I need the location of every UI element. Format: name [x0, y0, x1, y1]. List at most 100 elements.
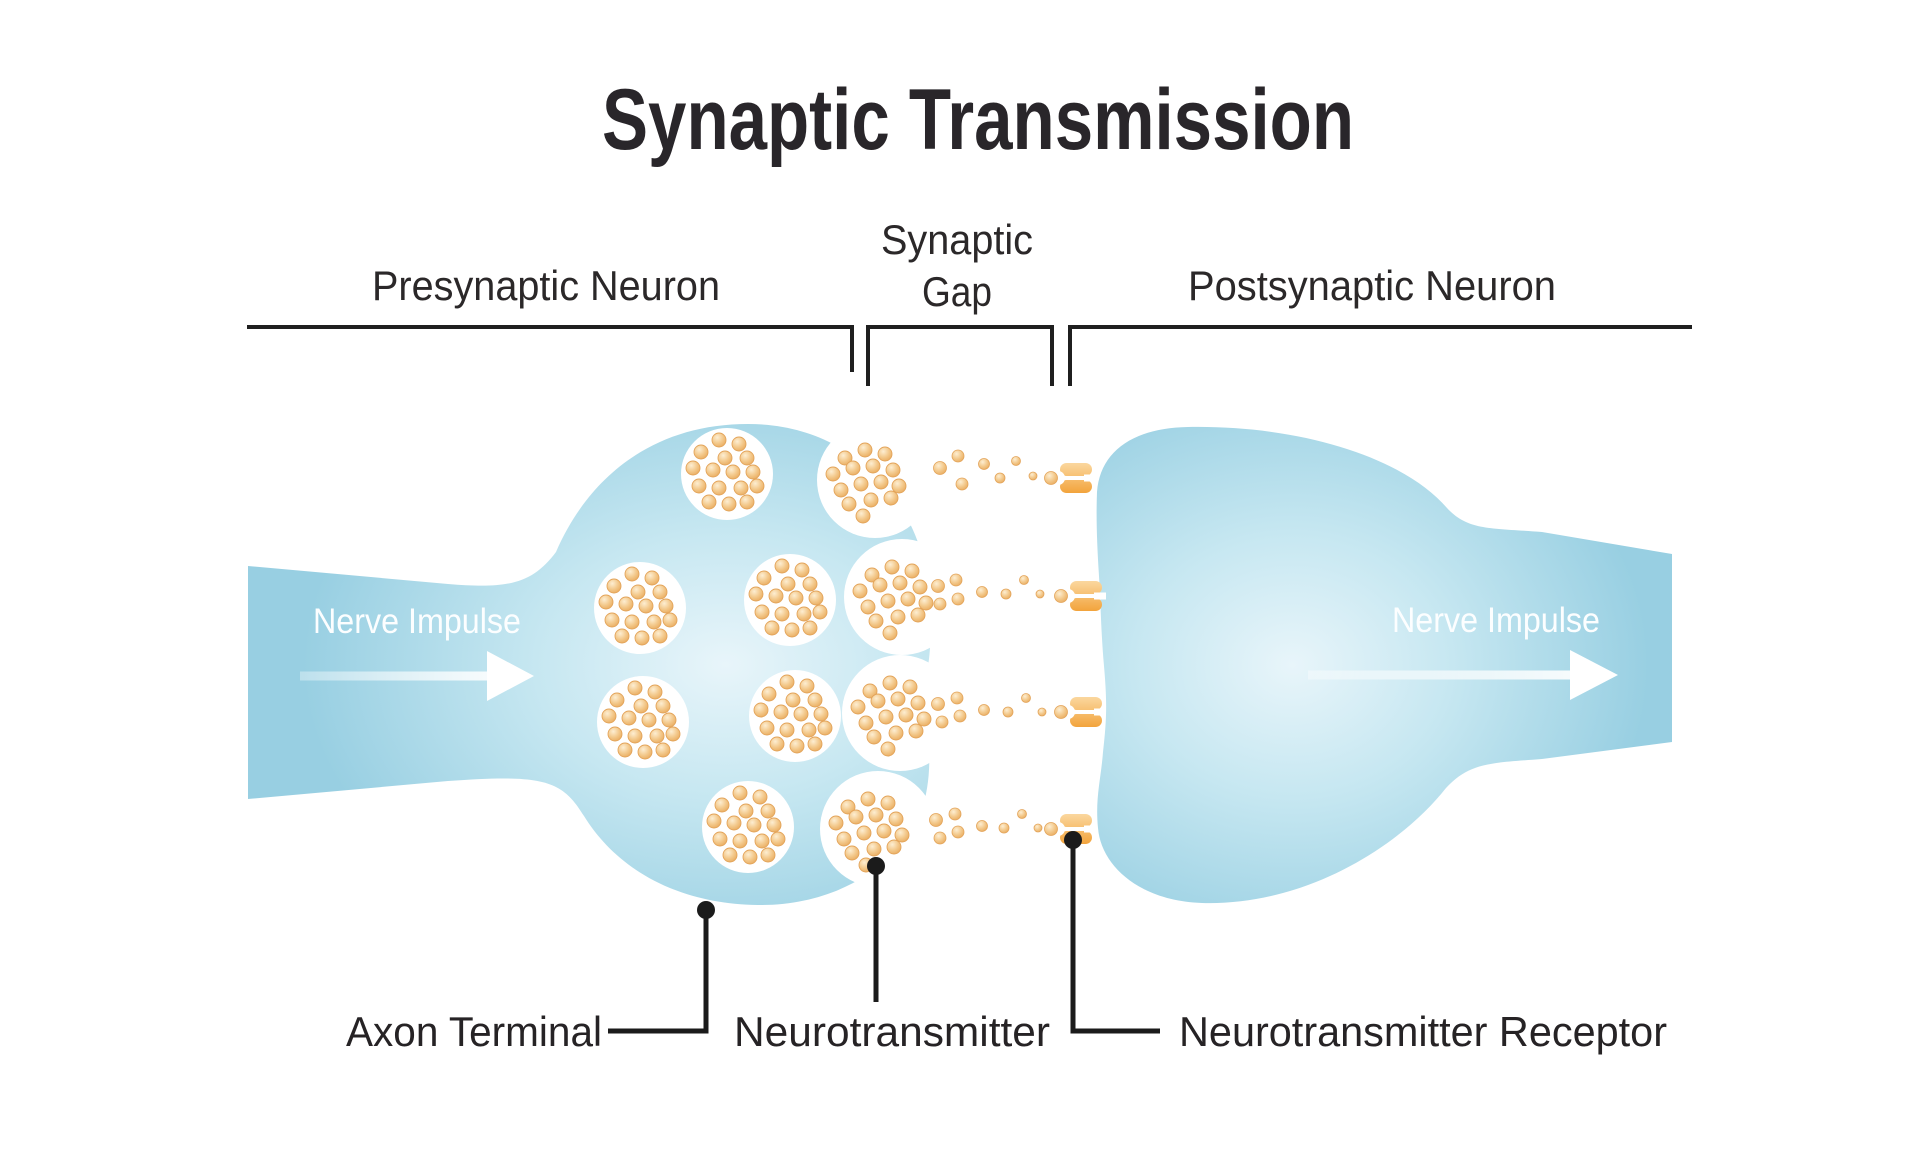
neurotransmitter-dot — [717, 450, 733, 466]
neurotransmitter-dot — [705, 462, 721, 478]
neurotransmitter-dot — [870, 693, 886, 709]
neurotransmitter-dot — [721, 496, 737, 512]
region-brackets — [247, 325, 1692, 386]
neurotransmitter-dot — [801, 722, 817, 738]
neurotransmitter-label: Neurotransmitter — [734, 1008, 1050, 1055]
neurotransmitter-dot — [691, 478, 707, 494]
neurotransmitter-dot — [890, 691, 906, 707]
neurotransmitter-dot — [880, 741, 896, 757]
neurotransmitter-dot — [978, 704, 990, 716]
neurotransmitter-dot — [890, 609, 906, 625]
neurotransmitter-dot — [910, 607, 926, 623]
neurotransmitter-dot — [606, 578, 622, 594]
neurotransmitter-dot — [994, 472, 1006, 484]
neurotransmitter-dot — [601, 708, 617, 724]
synaptic-vesicle — [594, 562, 686, 654]
neurotransmitter-dot — [633, 698, 649, 714]
neurotransmitter-dot — [886, 839, 902, 855]
neurotransmitter-dot — [768, 588, 784, 604]
arrow-head-icon — [1570, 650, 1618, 700]
postsynaptic-bracket — [1068, 325, 1692, 386]
neurotransmitter-dot — [857, 442, 873, 458]
neurotransmitter-dot — [732, 833, 748, 849]
neurotransmitter-dot — [931, 697, 945, 711]
nerve-impulse-left-label: Nerve Impulse — [313, 602, 521, 641]
neurotransmitter-dot — [796, 606, 812, 622]
neurotransmitter-dot — [1028, 471, 1038, 481]
neurotransmitter-dot — [756, 570, 772, 586]
neurotransmitter-dot — [902, 679, 918, 695]
neurotransmitter-dot — [858, 715, 874, 731]
neurotransmitter-dot — [745, 464, 761, 480]
neurotransmitter-dot — [799, 678, 815, 694]
synaptic-vesicle — [681, 428, 773, 520]
neurotransmitter-dot — [817, 720, 833, 736]
neurotransmitter-dot — [739, 494, 755, 510]
neurotransmitter-dot — [630, 584, 646, 600]
neurotransmitter-dot — [759, 720, 775, 736]
leader-lines — [608, 842, 1160, 1034]
neurotransmitter-dot — [621, 710, 637, 726]
neurotransmitter-dot — [953, 709, 967, 723]
neurotransmitter-dot — [892, 575, 908, 591]
neurotransmitter-dot — [868, 807, 884, 823]
neurotransmitter-dot — [950, 691, 964, 705]
neurotransmitter-dot — [891, 478, 907, 494]
neurotransmitter-dot — [624, 614, 640, 630]
neurotransmitter-dot — [976, 820, 988, 832]
neurotransmitter-dot — [733, 480, 749, 496]
neurotransmitter-dot — [1035, 589, 1045, 599]
neurotransmitter-dot — [866, 841, 882, 857]
neurotransmitter-dot — [885, 462, 901, 478]
leader-dots — [697, 831, 1082, 919]
neurotransmitter-dot — [712, 831, 728, 847]
synaptic-vesicle — [597, 676, 689, 768]
neurotransmitter-dot — [888, 725, 904, 741]
neurotransmitter-dot — [749, 478, 765, 494]
neurotransmitter-dot — [951, 825, 965, 839]
neurotransmitter-dot — [754, 604, 770, 620]
neurotransmitter-dot — [978, 458, 990, 470]
neurotransmitter-dot — [624, 566, 640, 582]
axon-terminal-label: Axon Terminal — [346, 1008, 602, 1055]
neurotransmitter-dot — [609, 692, 625, 708]
neurotransmitter-dot — [711, 432, 727, 448]
neurotransmitter-dot — [649, 728, 665, 744]
fusing-vesicle — [842, 655, 958, 771]
neurotransmitter-dot — [738, 803, 754, 819]
neurotransmitter-dot — [662, 612, 678, 628]
neurotransmitter-dot — [788, 590, 804, 606]
arrow-head-icon — [487, 651, 534, 701]
neurotransmitter-dot — [769, 736, 785, 752]
vesicle-layer — [594, 422, 960, 887]
nerve-impulse-right-arrow — [1308, 650, 1618, 700]
neurotransmitter-dot — [808, 590, 824, 606]
neurotransmitter-dot — [908, 723, 924, 739]
neurotransmitter-dot — [627, 680, 643, 696]
presynaptic-bracket — [247, 325, 854, 372]
neurotransmitter-dot — [779, 674, 795, 690]
neurotransmitter-dot — [714, 797, 730, 813]
neurotransmitter-dot — [856, 825, 872, 841]
neurotransmitter-dot — [882, 625, 898, 641]
neurotransmitter-dot — [726, 815, 742, 831]
synaptic-gap-label-line1: Synaptic — [881, 216, 1033, 263]
axon-terminal-leader-dot — [697, 901, 715, 919]
neurotransmitter-dot — [706, 813, 722, 829]
neurotransmitter-dot — [766, 817, 782, 833]
neurotransmitter-dot — [948, 807, 962, 821]
fusing-vesicle — [844, 539, 960, 655]
presynaptic-neuron-label: Presynaptic Neuron — [372, 262, 720, 309]
neurotransmitter-dot — [789, 738, 805, 754]
neurotransmitter-dot — [935, 715, 949, 729]
fusing-vesicle — [817, 422, 933, 538]
neurotransmitter-dot — [1037, 707, 1047, 717]
neurotransmitter-dot — [1000, 588, 1012, 600]
neurotransmitter-dot — [779, 722, 795, 738]
neurotransmitter-dot — [746, 817, 762, 833]
synaptic-vesicle — [744, 554, 836, 646]
neurotransmitter-dot — [836, 831, 852, 847]
neurotransmitter-dot — [848, 809, 864, 825]
